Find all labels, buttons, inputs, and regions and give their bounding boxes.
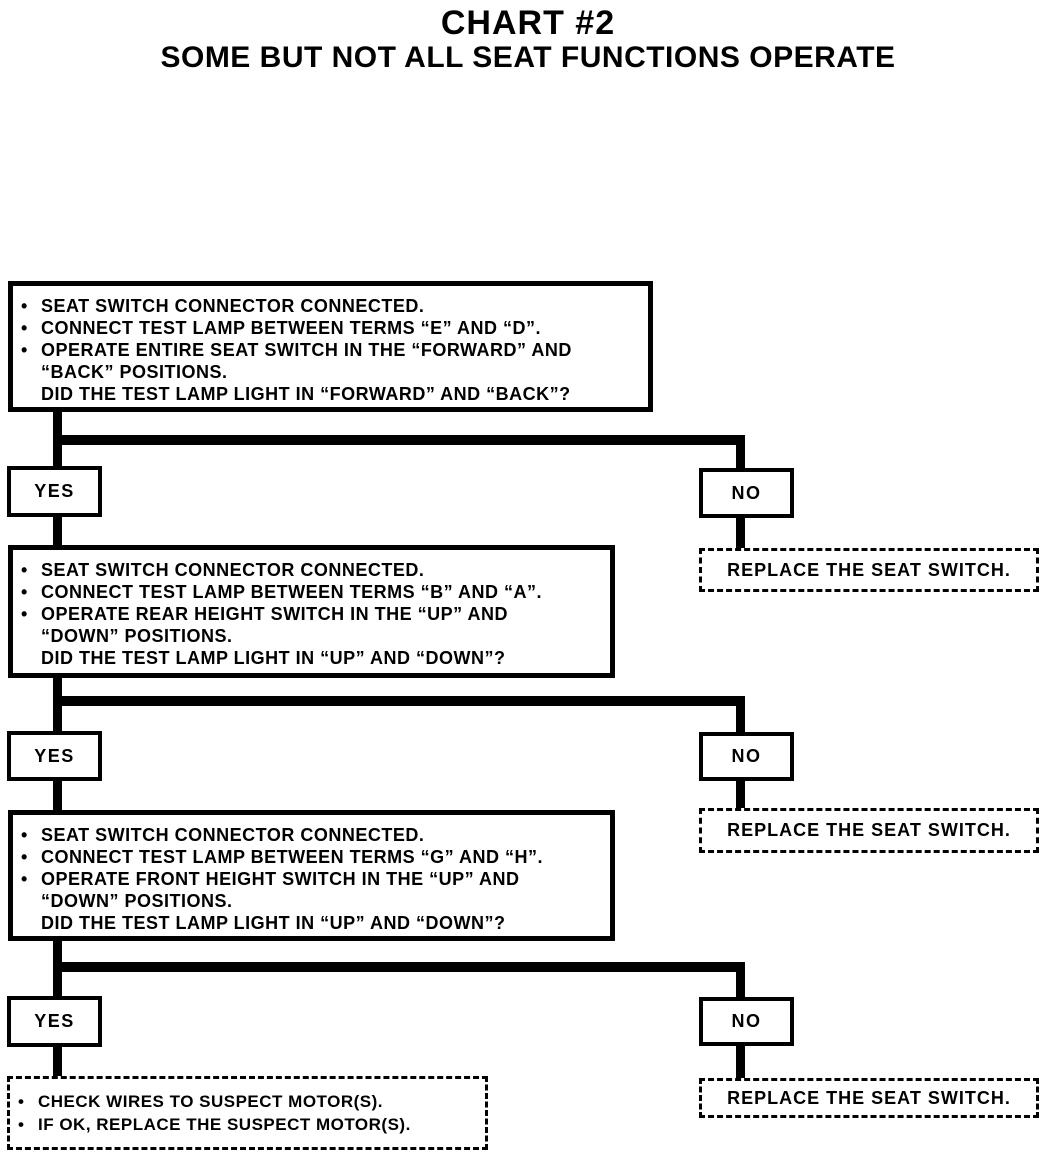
question-text: DID THE TEST LAMP LIGHT IN “FORWARD” AND…	[41, 384, 571, 404]
bullet-text: SEAT SWITCH CONNECTOR CONNECTED.	[41, 296, 425, 316]
bullet-text: SEAT SWITCH CONNECTOR CONNECTED.	[41, 560, 425, 580]
bullet-text: CONNECT TEST LAMP BETWEEN TERMS “E” AND …	[41, 318, 542, 338]
bullet-icon: •	[18, 1092, 25, 1111]
bullet-line: • IF OK, REPLACE THE SUSPECT MOTOR(S).	[18, 1113, 477, 1136]
result-box-1: REPLACE THE SEAT SWITCH.	[699, 548, 1039, 592]
connector-line	[53, 696, 745, 706]
bullet-text: IF OK, REPLACE THE SUSPECT MOTOR(S).	[38, 1115, 411, 1134]
connector-line	[736, 781, 745, 808]
yes-box-1: YES	[7, 466, 102, 517]
bullet-line: • OPERATE ENTIRE SEAT SWITCH IN THE “FOR…	[21, 339, 640, 383]
bullet-icon: •	[18, 1115, 25, 1134]
yes-box-2: YES	[7, 731, 102, 781]
yes-box-3: YES	[7, 996, 102, 1047]
bullet-line: • SEAT SWITCH CONNECTOR CONNECTED.	[21, 824, 602, 846]
result-box-3: REPLACE THE SEAT SWITCH.	[699, 1078, 1039, 1118]
connector-line	[53, 517, 62, 547]
bullet-icon: •	[21, 869, 28, 889]
bullet-text: SEAT SWITCH CONNECTOR CONNECTED.	[41, 825, 425, 845]
question-text: DID THE TEST LAMP LIGHT IN “UP” AND “DOW…	[41, 913, 506, 933]
bullet-icon: •	[21, 825, 28, 845]
bullet-line: • CONNECT TEST LAMP BETWEEN TERMS “E” AN…	[21, 317, 640, 339]
bullet-text: OPERATE REAR HEIGHT SWITCH IN THE “UP” A…	[41, 604, 509, 646]
question-text: DID THE TEST LAMP LIGHT IN “UP” AND “DOW…	[41, 648, 506, 668]
final-result-box: • CHECK WIRES TO SUSPECT MOTOR(S). • IF …	[7, 1076, 488, 1150]
question-box-3: • SEAT SWITCH CONNECTOR CONNECTED. • CON…	[8, 810, 615, 941]
bullet-icon: •	[21, 560, 28, 580]
bullet-icon: •	[21, 582, 28, 602]
chart-title: CHART #2	[440, 4, 616, 42]
connector-line	[736, 701, 745, 732]
no-box-1: NO	[699, 468, 794, 518]
connector-line	[53, 435, 745, 445]
bullet-line: • CONNECT TEST LAMP BETWEEN TERMS “B” AN…	[21, 581, 602, 603]
connector-line	[736, 440, 745, 468]
bullet-line: • OPERATE REAR HEIGHT SWITCH IN THE “UP”…	[21, 603, 602, 647]
bullet-text: CHECK WIRES TO SUSPECT MOTOR(S).	[38, 1092, 384, 1111]
connector-line	[53, 781, 62, 810]
connector-line	[736, 1046, 745, 1078]
connector-line	[736, 967, 745, 997]
result-box-2: REPLACE THE SEAT SWITCH.	[699, 808, 1039, 853]
bullet-line: • CHECK WIRES TO SUSPECT MOTOR(S).	[18, 1090, 477, 1113]
bullet-line: • SEAT SWITCH CONNECTOR CONNECTED.	[21, 559, 602, 581]
chart-subtitle: SOME BUT NOT ALL SEAT FUNCTIONS OPERATE	[160, 41, 896, 74]
bullet-icon: •	[21, 296, 28, 316]
connector-line	[736, 518, 745, 548]
question-box-2: • SEAT SWITCH CONNECTOR CONNECTED. • CON…	[8, 545, 615, 678]
bullet-icon: •	[21, 340, 28, 360]
question-box-1: • SEAT SWITCH CONNECTOR CONNECTED. • CON…	[8, 281, 653, 412]
bullet-line: • OPERATE FRONT HEIGHT SWITCH IN THE “UP…	[21, 868, 602, 912]
connector-line	[53, 962, 745, 972]
no-box-2: NO	[699, 732, 794, 781]
bullet-line: • CONNECT TEST LAMP BETWEEN TERMS “G” AN…	[21, 846, 602, 868]
bullet-text: CONNECT TEST LAMP BETWEEN TERMS “G” AND …	[41, 847, 544, 867]
bullet-icon: •	[21, 604, 28, 624]
no-box-3: NO	[699, 997, 794, 1046]
bullet-icon: •	[21, 318, 28, 338]
connector-line	[53, 1047, 62, 1076]
bullet-line: • SEAT SWITCH CONNECTOR CONNECTED.	[21, 295, 640, 317]
bullet-text: OPERATE FRONT HEIGHT SWITCH IN THE “UP” …	[41, 869, 520, 911]
bullet-text: CONNECT TEST LAMP BETWEEN TERMS “B” AND …	[41, 582, 543, 602]
bullet-icon: •	[21, 847, 28, 867]
bullet-text: OPERATE ENTIRE SEAT SWITCH IN THE “FORWA…	[41, 340, 572, 382]
